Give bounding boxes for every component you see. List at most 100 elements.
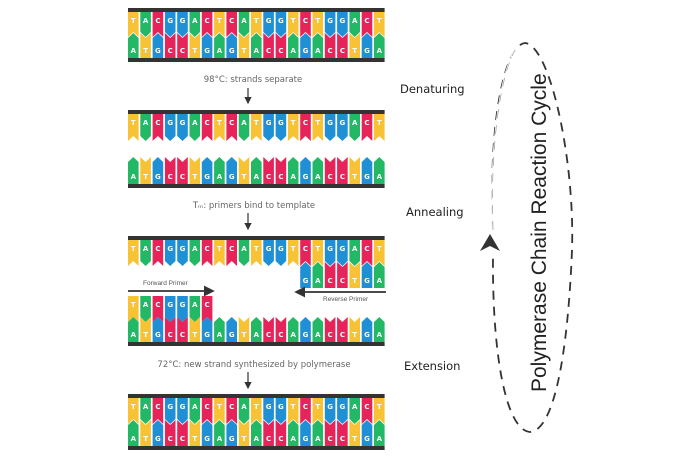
forward-primer-base-letter: C — [155, 301, 160, 309]
bottom-strand-base-c — [275, 317, 287, 342]
bottom-strand-base-c — [263, 317, 274, 342]
bottom-strand-base-letter: C — [328, 173, 333, 181]
top-strand-base-letter: T — [217, 17, 222, 25]
forward-primer-base-g — [164, 296, 176, 322]
forward-primer-base-letter: G — [167, 301, 173, 309]
top-strand-base-t — [128, 12, 139, 37]
top-strand-base-t — [214, 398, 225, 424]
bottom-strand-base-c — [337, 33, 348, 58]
reverse-primer-base-g — [361, 262, 373, 288]
top-strand-base-letter: C — [303, 403, 308, 411]
top-strand-base-letter: C — [229, 119, 234, 127]
bottom-strand-base-letter: G — [155, 331, 161, 339]
top-strand-base-letter: C — [155, 17, 160, 25]
bottom-strand-base-a — [251, 157, 262, 184]
bottom-strand-base-letter: T — [143, 435, 148, 443]
top-strand-base-g — [164, 240, 176, 266]
bottom-strand-base-g — [226, 157, 237, 184]
bottom-strand-base-letter: G — [229, 47, 235, 55]
bottom-strand-base-t — [238, 33, 250, 58]
bottom-strand-base-letter: A — [131, 331, 137, 339]
forward-primer-base-c — [201, 296, 213, 322]
top-strand-base-letter: C — [205, 17, 210, 25]
top-strand-base-letter: G — [340, 403, 346, 411]
bottom-strand-base-letter: C — [168, 331, 173, 339]
top-strand-base-letter: A — [143, 245, 149, 253]
bottom-strand-base-letter: T — [192, 331, 197, 339]
top-strand-base-g — [164, 114, 176, 141]
top-strand-base-letter: C — [303, 119, 308, 127]
top-strand-base-letter: G — [266, 119, 272, 127]
top-strand-base-c — [152, 240, 164, 266]
bottom-strand-base-letter: C — [266, 435, 271, 443]
top-strand-base-letter: A — [241, 403, 247, 411]
top-strand-base-letter: G — [167, 245, 173, 253]
top-strand-base-letter: G — [278, 119, 284, 127]
top-strand-base-t — [128, 398, 139, 424]
top-strand-base-t — [214, 12, 225, 37]
forward-primer-base-t — [128, 296, 139, 322]
top-strand-base-t — [374, 240, 385, 266]
top-strand-base-letter: T — [377, 245, 382, 253]
top-backbone — [128, 394, 385, 398]
bottom-strand-base-letter: A — [131, 435, 137, 443]
top-strand-base-a — [238, 240, 250, 266]
reverse-primer-base-letter: C — [328, 277, 333, 285]
top-strand-base-letter: A — [352, 403, 358, 411]
bottom-strand-base-letter: G — [204, 173, 210, 181]
bottom-strand-base-a — [374, 157, 385, 184]
bottom-strand-base-c — [177, 157, 188, 184]
bottom-strand-base-g — [152, 420, 164, 446]
bottom-strand-base-letter: A — [131, 173, 137, 181]
bottom-strand-base-letter: T — [242, 435, 247, 443]
forward-primer-base-c — [152, 296, 164, 322]
forward-primer-base-letter: T — [131, 301, 136, 309]
top-strand-base-g — [177, 114, 188, 141]
bottom-strand-base-letter: G — [303, 173, 309, 181]
bottom-strand-base-letter: A — [315, 47, 321, 55]
forward-primer-base-g — [177, 296, 188, 322]
bottom-strand-base-letter: T — [143, 331, 148, 339]
bottom-strand-base-letter: A — [217, 331, 223, 339]
bottom-backbone — [128, 446, 385, 450]
bottom-strand-base-c — [337, 317, 348, 342]
bottom-strand-base-letter: C — [266, 173, 271, 181]
bottom-strand-base-t — [189, 420, 201, 446]
bottom-strand-base-t — [140, 33, 151, 58]
bottom-strand-base-a — [312, 157, 324, 184]
bottom-strand-base-c — [263, 420, 274, 446]
bottom-strand-base-letter: C — [328, 47, 333, 55]
top-strand-base-g — [263, 114, 274, 141]
top-strand-base-t — [214, 240, 225, 266]
bottom-strand-base-letter: T — [192, 435, 197, 443]
top-strand-base-letter: T — [377, 17, 382, 25]
bottom-strand-base-letter: A — [254, 331, 260, 339]
bottom-backbone — [128, 184, 385, 188]
bottom-strand-base-letter: T — [352, 435, 357, 443]
top-strand-base-t — [312, 114, 324, 141]
bottom-strand-base-a — [251, 33, 262, 58]
top-strand-base-g — [337, 114, 348, 141]
top-strand-base-c — [226, 398, 237, 424]
bottom-strand-base-letter: T — [352, 47, 357, 55]
bottom-strand-base-c — [324, 157, 336, 184]
bottom-strand-base-a — [214, 33, 225, 58]
top-strand-base-a — [238, 114, 250, 141]
bottom-strand-base-c — [324, 420, 336, 446]
bottom-strand-base-letter: C — [328, 331, 333, 339]
bottom-strand-base-a — [128, 33, 139, 58]
top-strand-base-letter: T — [291, 403, 296, 411]
top-strand-base-letter: C — [205, 403, 210, 411]
bottom-strand-base-letter: C — [168, 435, 173, 443]
reverse-primer-base-letter: C — [340, 277, 345, 285]
bottom-strand-base-letter: A — [217, 47, 223, 55]
bottom-strand-base-letter: G — [229, 173, 235, 181]
top-strand-base-t — [374, 398, 385, 424]
bottom-strand-base-a — [214, 317, 225, 342]
cycle-ellipse-thin-upper-left — [491, 49, 516, 233]
bottom-strand-base-g — [361, 33, 373, 58]
top-strand-base-g — [275, 114, 287, 141]
bottom-strand-base-letter: C — [340, 435, 345, 443]
bottom-strand-base-t — [238, 157, 250, 184]
